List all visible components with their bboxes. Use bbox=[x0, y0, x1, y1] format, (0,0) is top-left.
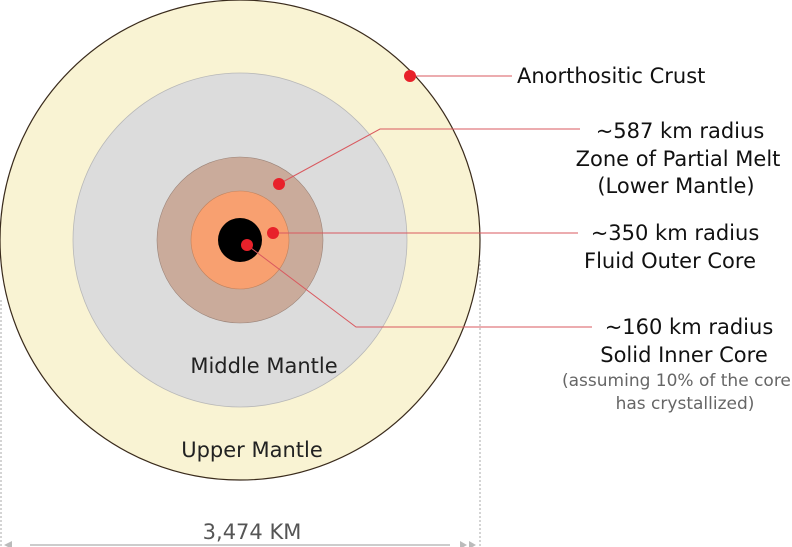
inner-core-label: Solid Inner Core bbox=[600, 343, 768, 367]
upper-mantle-label: Upper Mantle bbox=[181, 438, 323, 462]
inner-core-radius-label: ~160 km radius bbox=[605, 315, 774, 339]
outer-core-label: Fluid Outer Core bbox=[584, 249, 756, 273]
outer-core-marker bbox=[267, 227, 279, 239]
inner-core-note-line-1: (assuming 10% of the core bbox=[562, 371, 791, 391]
inner-core-marker bbox=[241, 239, 253, 251]
lower-mantle-label: (Lower Mantle) bbox=[597, 174, 754, 198]
dimension-arrow-right-2 bbox=[469, 541, 476, 547]
crust-label: Anorthositic Crust bbox=[517, 64, 705, 88]
partial-melt-marker bbox=[273, 178, 285, 190]
crust-marker bbox=[404, 70, 416, 82]
inner-core-note-line-2: has crystallized) bbox=[616, 394, 755, 414]
partial-melt-radius-label: ~587 km radius bbox=[596, 119, 765, 143]
inner-core-leader-line bbox=[246, 244, 592, 328]
partial-melt-leader-line bbox=[278, 128, 580, 185]
middle-mantle-label: Middle Mantle bbox=[190, 354, 337, 378]
diameter-label: 3,474 KM bbox=[203, 520, 302, 544]
outer-core-radius-label: ~350 km radius bbox=[591, 221, 760, 245]
partial-melt-zone-label: Zone of Partial Melt bbox=[576, 147, 781, 171]
dimension-arrow-right-1 bbox=[460, 541, 467, 547]
dimension-arrow-left bbox=[4, 541, 12, 547]
inner-core-layer bbox=[218, 218, 262, 262]
